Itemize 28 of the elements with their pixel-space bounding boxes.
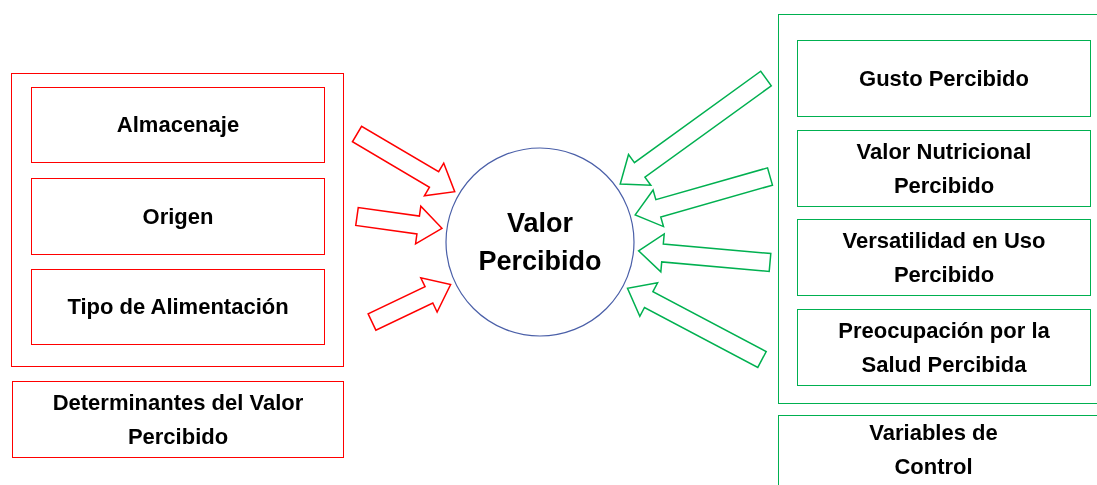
node-label: Variables de Control [868,419,999,481]
block-arrow [351,125,456,197]
text-box [778,415,1097,485]
node-label: Tipo de Alimentación [67,293,289,321]
block-arrow [634,166,774,228]
node-label: Almacenaje [116,111,240,139]
block-arrow [637,232,772,274]
group-frame [778,14,1097,404]
text-box [12,381,344,458]
node-label: Valor Nutricional Percibido [855,137,1033,200]
text-box [797,309,1091,386]
node-label: Preocupación por la Salud Percibida [837,316,1051,379]
text-box [31,87,325,163]
block-arrow [354,204,444,246]
node-label: Versatilidad en Uso Percibido [841,226,1047,289]
node-label: Valor Percibido [477,207,603,278]
block-arrow [626,281,768,369]
text-box [797,40,1091,117]
block-arrow [367,276,452,332]
node-label: Gusto Percibido [859,64,1029,93]
node-label: Determinantes del Valor Percibido [51,388,305,451]
text-box [797,130,1091,207]
text-box [31,178,325,255]
group-frame [11,73,344,367]
text-box [31,269,325,345]
text-box [797,219,1091,296]
node-label: Origen [142,202,214,231]
block-arrow [619,70,773,187]
